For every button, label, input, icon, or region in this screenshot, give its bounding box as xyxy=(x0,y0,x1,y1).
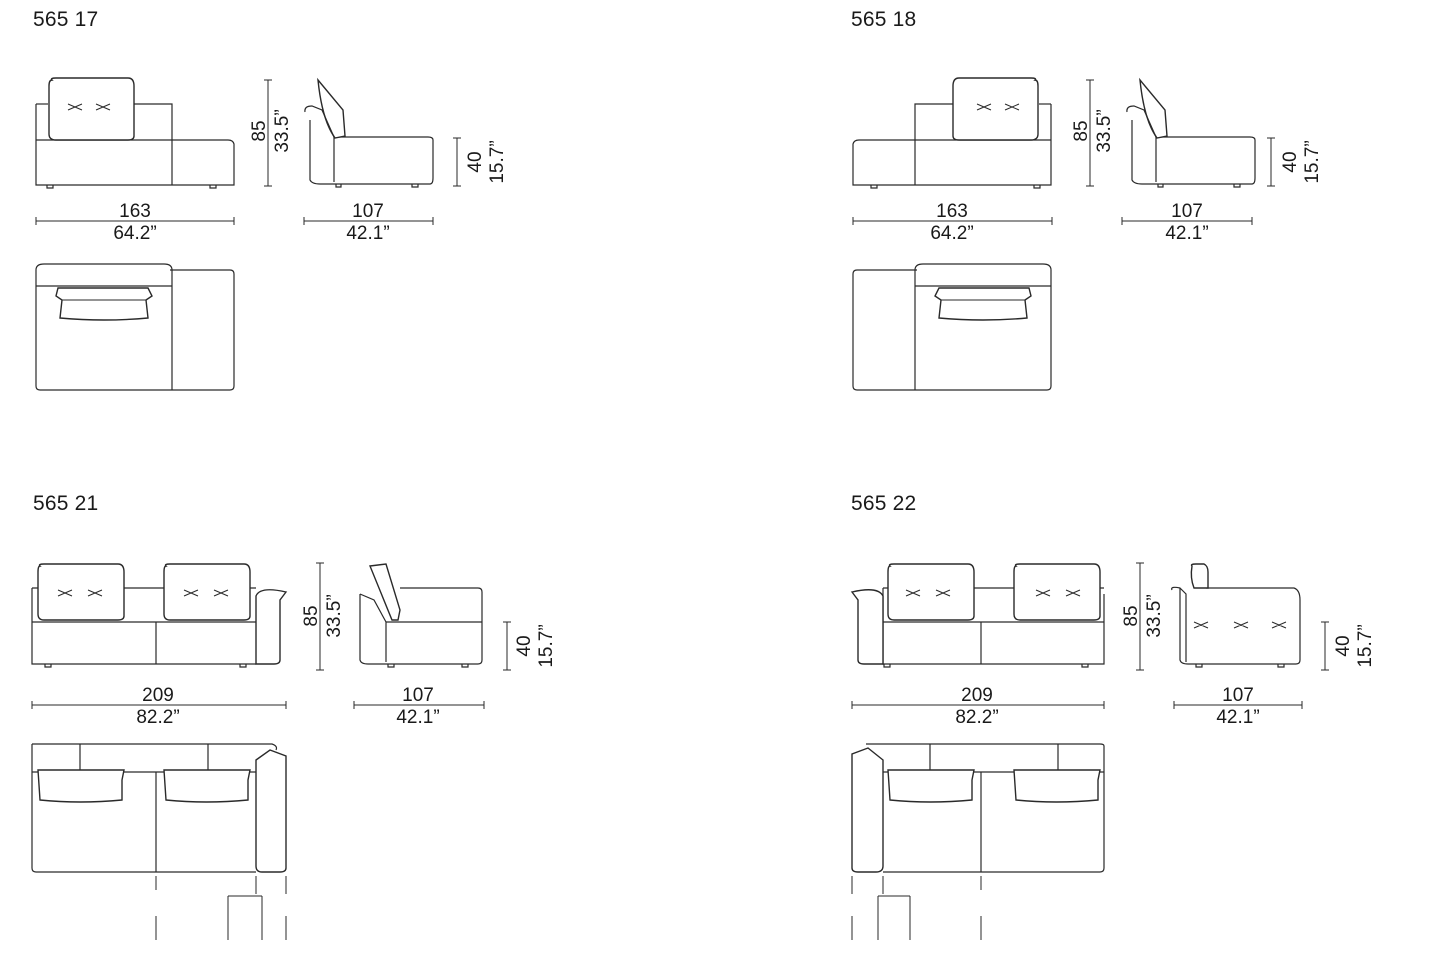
module-56521-dimensions xyxy=(31,562,511,709)
seat-in-56518: 15.7” xyxy=(1302,140,1323,183)
module-code-56521: 565 21 xyxy=(33,492,99,515)
module-56522-side-view xyxy=(1171,563,1301,668)
width-in-56521: 82.2” xyxy=(136,707,179,728)
depth-cm-56517: 107 xyxy=(352,201,384,222)
module-56517-side-view xyxy=(304,77,434,188)
height-in-56521: 33.5” xyxy=(324,594,345,637)
width-cm-56518: 163 xyxy=(936,201,968,222)
depth-cm-56522: 107 xyxy=(1222,685,1254,706)
module-code-56518: 565 18 xyxy=(851,8,917,31)
height-cm-56521: 85 xyxy=(301,605,322,626)
depth-cm-56518: 107 xyxy=(1171,201,1203,222)
module-code-56517: 565 17 xyxy=(33,8,99,31)
depth-in-56521: 42.1” xyxy=(396,707,439,728)
module-56521-side-view xyxy=(359,563,483,668)
seat-cm-56521: 40 xyxy=(514,635,535,656)
height-in-56517: 33.5” xyxy=(272,109,293,152)
width-cm-56517: 163 xyxy=(119,201,151,222)
module-56518-dimensions xyxy=(852,79,1275,225)
height-cm-56522: 85 xyxy=(1121,605,1142,626)
module-56522-front-view xyxy=(850,563,1105,668)
module-56518-plan-view xyxy=(852,263,1052,391)
height-in-56518: 33.5” xyxy=(1094,109,1115,152)
depth-cm-56521: 107 xyxy=(402,685,434,706)
height-cm-56518: 85 xyxy=(1071,120,1092,141)
module-56521-plan-view xyxy=(31,743,287,940)
width-in-56518: 64.2” xyxy=(930,223,973,244)
module-56517-front-view xyxy=(35,77,235,189)
module-56517-dimensions xyxy=(35,79,461,225)
depth-in-56517: 42.1” xyxy=(346,223,389,244)
module-56517-plan-view xyxy=(35,263,235,391)
width-cm-56522: 209 xyxy=(961,685,993,706)
height-in-56522: 33.5” xyxy=(1144,594,1165,637)
width-cm-56521: 209 xyxy=(142,685,174,706)
seat-cm-56518: 40 xyxy=(1280,151,1301,172)
seat-cm-56522: 40 xyxy=(1333,635,1354,656)
width-in-56517: 64.2” xyxy=(113,223,156,244)
module-code-56522: 565 22 xyxy=(851,492,917,515)
width-in-56522: 82.2” xyxy=(955,707,998,728)
module-56518-side-view xyxy=(1126,77,1256,188)
module-56522-plan-view xyxy=(851,743,1105,940)
module-56518-front-view xyxy=(852,77,1052,189)
seat-in-56521: 15.7” xyxy=(536,624,557,667)
seat-in-56522: 15.7” xyxy=(1355,624,1376,667)
depth-in-56522: 42.1” xyxy=(1216,707,1259,728)
seat-in-56517: 15.7” xyxy=(487,140,508,183)
module-56521-front-view xyxy=(31,563,288,668)
module-56522-dimensions xyxy=(851,562,1329,709)
height-cm-56517: 85 xyxy=(249,120,270,141)
seat-cm-56517: 40 xyxy=(465,151,486,172)
depth-in-56518: 42.1” xyxy=(1165,223,1208,244)
